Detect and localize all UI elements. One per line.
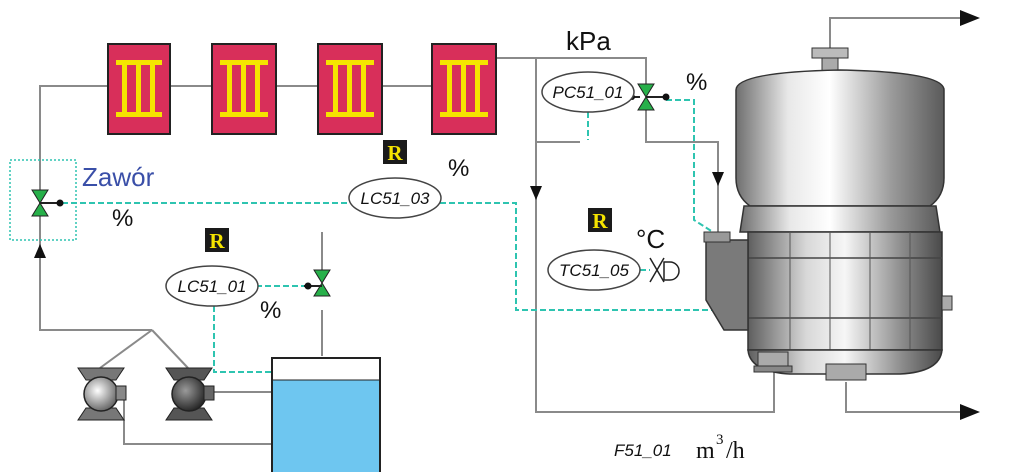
lc01-valve-icon[interactable] <box>304 269 331 297</box>
pc-valve-icon[interactable] <box>629 83 670 111</box>
arrow-down-center <box>530 186 542 200</box>
zawor-percent-label: % <box>112 205 133 232</box>
temperature-unit-label: °C <box>636 224 665 254</box>
process-pipes <box>39 17 968 445</box>
lc51-03-tag: LC51_03 <box>360 189 430 208</box>
lc03-percent-label: % <box>448 155 469 182</box>
heater-4 <box>431 43 497 135</box>
svg-text:R: R <box>592 209 608 233</box>
arrow-up-left <box>34 244 46 258</box>
heater-1 <box>107 43 171 135</box>
flow-unit-exp: 3 <box>716 432 724 448</box>
controller-lc51-01[interactable]: LC51_01 <box>165 265 259 307</box>
arrow-bottom-right <box>960 404 980 420</box>
heater-3 <box>317 43 383 135</box>
r-badge-tc05: R <box>588 208 612 233</box>
pressure-unit-label: kPa <box>566 26 611 56</box>
flow-unit-m: m <box>696 438 715 464</box>
lc51-01-tag: LC51_01 <box>177 277 246 296</box>
zawor-valve-icon[interactable] <box>9 159 77 241</box>
controller-lc51-03[interactable]: LC51_03 <box>348 177 442 219</box>
pc-percent-label: % <box>686 69 707 96</box>
flow-label: F51_01 m 3 /h <box>614 432 745 464</box>
pump-1-icon[interactable] <box>77 367 127 421</box>
pump-2-icon[interactable] <box>165 367 215 421</box>
storage-tank <box>271 357 381 472</box>
arrow-top-right <box>960 10 980 26</box>
heater-2 <box>211 43 277 135</box>
tc51-05-tag: TC51_05 <box>559 261 629 280</box>
temperature-actuator-icon <box>649 257 680 283</box>
flow-arrows <box>34 10 980 420</box>
flow-tag: F51_01 <box>614 441 672 460</box>
r-badge-lc01: R <box>205 228 229 253</box>
pc51-01-tag: PC51_01 <box>553 83 624 102</box>
heater-bank <box>107 43 497 135</box>
zawor-label: Zawór <box>82 162 155 192</box>
signal-lines <box>62 99 736 373</box>
flow-unit-h: /h <box>726 438 745 464</box>
controller-pc51-01[interactable]: PC51_01 <box>541 71 635 113</box>
r-badge-lc03: R <box>383 140 407 165</box>
controller-tc51-05[interactable]: TC51_05 <box>547 249 641 291</box>
svg-text:R: R <box>387 141 403 165</box>
arrow-down-vessel <box>712 172 724 186</box>
lc01-percent-label: % <box>260 297 281 324</box>
reactor-vessel <box>703 47 953 381</box>
svg-text:R: R <box>209 229 225 253</box>
